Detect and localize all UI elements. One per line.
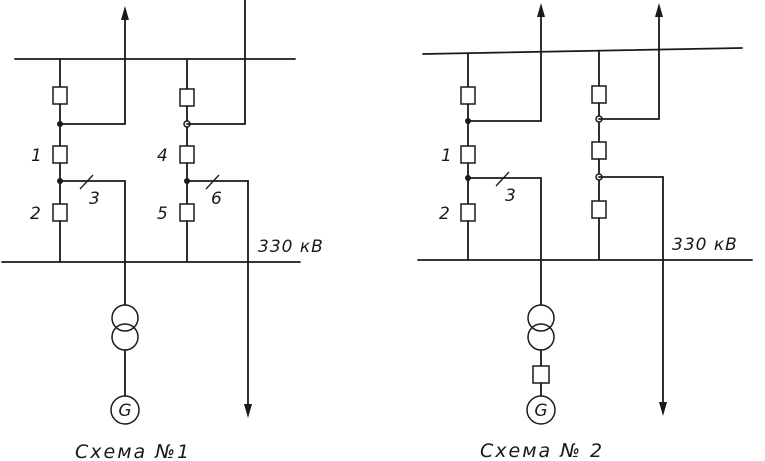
- scheme2-chain-a: [460, 53, 476, 261]
- scheme1-breaker-5: [179, 203, 195, 222]
- scheme2-line-down: [598, 176, 667, 416]
- scheme2-caption: Схема № 2: [480, 440, 604, 461]
- scheme2-line-3: [467, 171, 542, 306]
- scheme1-voltage-label: 330 кВ: [258, 237, 324, 257]
- scheme1-arrow-down: [244, 404, 252, 418]
- scheme1-arrow-up: [121, 6, 129, 20]
- scheme2-generator-breaker: [532, 365, 550, 384]
- scheme1-label-4: 4: [157, 146, 168, 166]
- scheme2-arrow-down: [659, 402, 667, 416]
- scheme1-chain-a: [52, 58, 68, 263]
- scheme2-arrow-up-right: [655, 3, 663, 17]
- scheme1-label-2: 2: [30, 204, 41, 224]
- scheme2-breaker-top-a: [460, 86, 476, 105]
- scheme2-transformer: [527, 304, 555, 367]
- scheme2-line-up: [467, 3, 545, 122]
- scheme2-breaker-mid-b: [591, 141, 607, 160]
- scheme2-arrow-up: [537, 3, 545, 17]
- scheme1-line-up: [59, 6, 129, 125]
- scheme2-generator: G: [526, 395, 556, 425]
- scheme1-line-6: [186, 174, 252, 418]
- scheme2-line-top-right: [598, 3, 663, 120]
- scheme1-line-top-right: [186, 0, 246, 125]
- scheme1-label-5: 5: [157, 204, 168, 224]
- scheme1-breaker-1: [52, 145, 68, 164]
- scheme-2: G 1 2 3 330 кВ Схема № 2: [417, 3, 753, 461]
- scheme1-breaker-top-a: [52, 86, 68, 105]
- scheme2-breaker-1: [460, 145, 476, 164]
- scheme1-line-3: [59, 174, 126, 307]
- scheme2-label-1: 1: [441, 146, 452, 166]
- scheme2-breaker-2: [460, 203, 476, 222]
- scheme1-transformer: [111, 304, 139, 397]
- scheme1-generator-symbol: G: [118, 401, 131, 421]
- scheme1-breaker-top-b: [179, 88, 195, 107]
- scheme1-breaker-2: [52, 203, 68, 222]
- scheme2-voltage-label: 330 кВ: [672, 235, 738, 255]
- scheme1-chain-b: [179, 58, 195, 263]
- scheme1-label-6: 6: [211, 189, 222, 209]
- scheme1-generator: G: [110, 395, 140, 425]
- scheme2-label-2: 2: [439, 204, 450, 224]
- scheme1-caption: Схема №1: [75, 441, 191, 461]
- scheme2-breaker-top-b: [591, 85, 607, 104]
- scheme2-chain-b: [591, 50, 607, 261]
- scheme1-label-1: 1: [31, 146, 42, 166]
- scheme1-breaker-4: [179, 145, 195, 164]
- scheme2-label-3: 3: [505, 186, 516, 206]
- scheme2-breaker-low-b: [591, 200, 607, 219]
- scheme2-top-busbar: [422, 47, 743, 55]
- scheme2-generator-symbol: G: [534, 401, 547, 421]
- scheme-1: G 1 2 4 5 3 6 330 кВ Схема №1: [1, 0, 324, 461]
- scheme1-label-3: 3: [89, 189, 100, 209]
